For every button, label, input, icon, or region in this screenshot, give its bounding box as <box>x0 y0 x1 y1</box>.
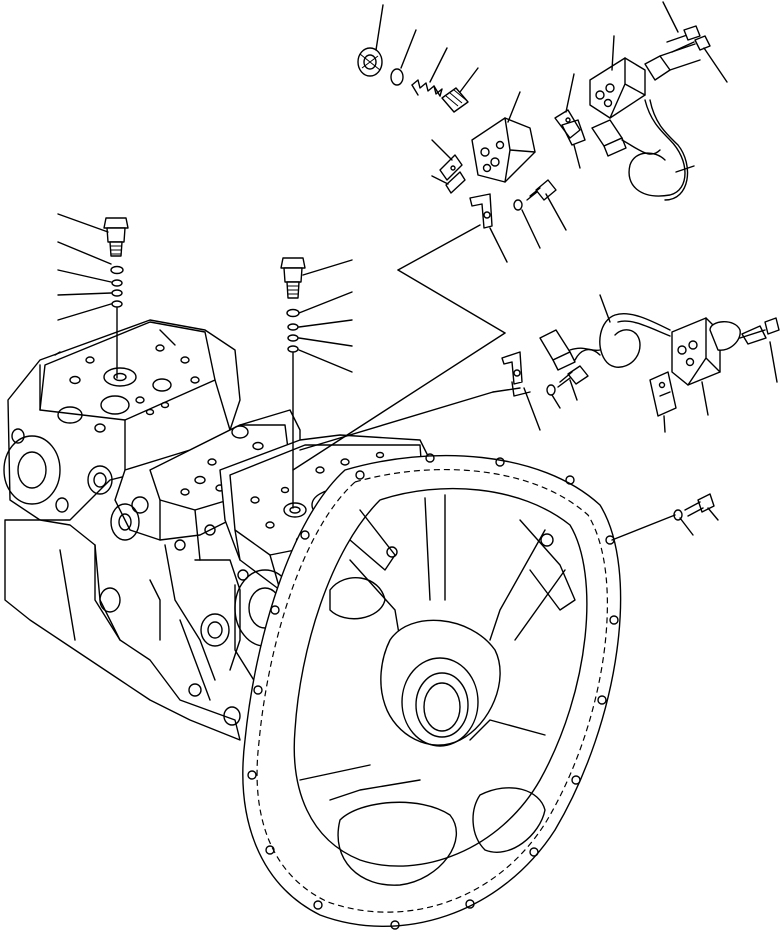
callout-leader <box>57 269 112 283</box>
callout-leader <box>507 91 521 123</box>
bolt-flywheel <box>673 493 715 521</box>
washer-right <box>546 384 556 396</box>
bracket-right <box>501 351 531 397</box>
callout-leader <box>675 165 695 173</box>
callout-leader <box>551 394 561 409</box>
solenoid-valve-top-right <box>589 25 711 119</box>
wire-harness-top <box>628 99 689 201</box>
bracket-top <box>469 193 493 229</box>
pump-housing-lower <box>4 519 241 741</box>
washer-top <box>513 199 523 211</box>
callout-leaders <box>57 1 778 536</box>
connector-top-right <box>591 119 661 157</box>
callout-leader <box>707 507 719 521</box>
wire-harness-right <box>574 313 671 368</box>
callout-leader <box>298 291 353 314</box>
callout-leader <box>57 241 112 265</box>
callout-leader <box>663 415 666 433</box>
callout-leader <box>431 175 449 185</box>
callout-leader <box>489 227 508 263</box>
callout-leader <box>679 517 694 536</box>
callout-leader <box>298 349 353 373</box>
callout-leader <box>302 259 353 276</box>
callout-leader <box>521 209 541 249</box>
spring <box>411 79 443 97</box>
callout-leader <box>523 387 541 431</box>
callout-leader <box>573 144 581 169</box>
callout-leader <box>400 29 417 69</box>
callout-leader <box>701 381 709 416</box>
callout-leader <box>429 47 448 83</box>
solenoid-valve-top <box>471 117 536 183</box>
flywheel-housing <box>242 453 622 930</box>
callout-leader <box>662 1 679 33</box>
callout-leader <box>569 379 578 401</box>
bolt-right <box>557 365 589 388</box>
bolt-top <box>526 179 557 201</box>
callout-leader <box>57 292 112 296</box>
callout-leader <box>431 139 453 161</box>
pump-housing-middle <box>110 409 301 681</box>
o-ring-top <box>390 68 404 86</box>
callout-leader <box>298 319 353 328</box>
gasket-plate-top-right <box>554 109 586 146</box>
pump-housing-rear <box>3 319 241 521</box>
callout-leader <box>57 213 109 233</box>
cap-nut <box>357 47 383 77</box>
callout-leader <box>703 47 728 83</box>
callout-leader <box>769 341 778 383</box>
gasket-plate-right <box>649 371 677 417</box>
callout-leader <box>599 294 611 323</box>
gasket-pair-top <box>439 154 466 194</box>
callout-leader <box>545 193 567 231</box>
callout-leader <box>611 35 615 71</box>
callout-leader <box>375 4 384 51</box>
connector-right <box>539 329 601 371</box>
callout-leader <box>565 73 575 113</box>
adapter-fitting <box>441 87 469 113</box>
callout-leader <box>298 337 353 347</box>
solenoid-valve-right <box>671 317 780 386</box>
relief-valve-plug-left <box>103 217 129 379</box>
callout-leader <box>57 303 112 321</box>
leader-connection-lines <box>292 224 676 541</box>
callout-leader <box>459 67 479 93</box>
